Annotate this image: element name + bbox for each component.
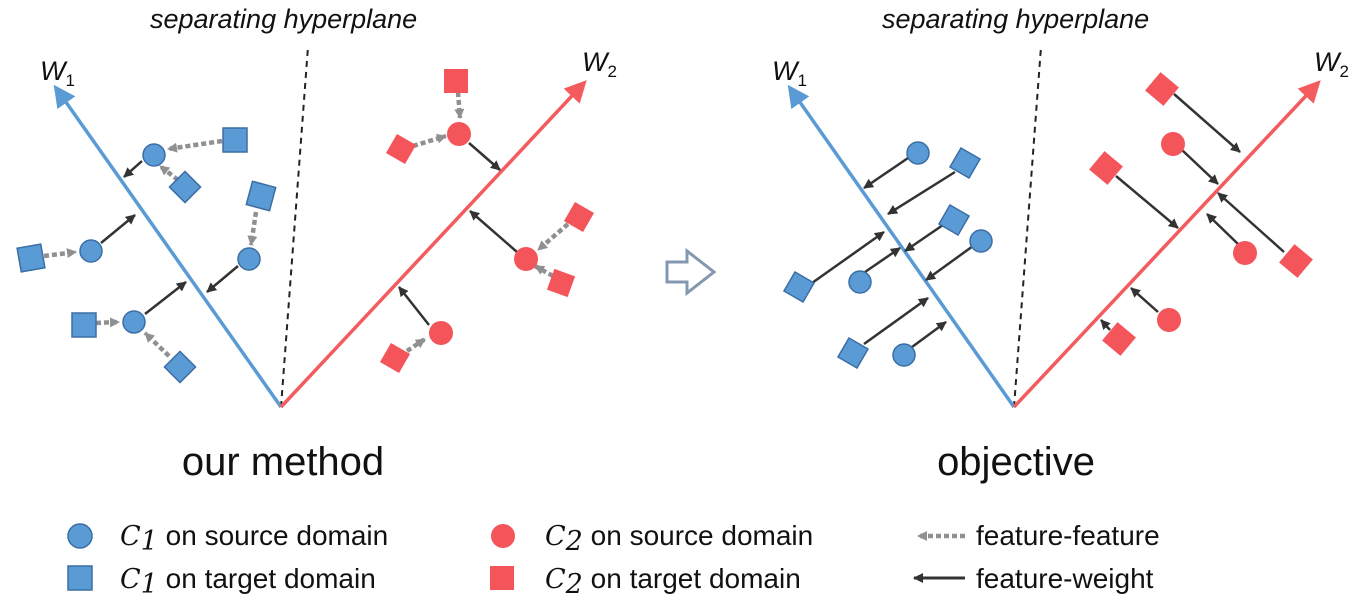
panel-objective: separating hyperplane W1 W2 [772, 4, 1349, 484]
feature-feature-arrows [43, 91, 570, 358]
legend-c1-target-marker [67, 565, 93, 591]
panel-our-method: separating hyperplane W1 W2 [16, 4, 617, 484]
w1-weight-vector [53, 84, 283, 409]
c2-target-points [379, 69, 595, 374]
legend-c2-source: C2 on source domain [545, 520, 813, 557]
c1-target-points [782, 146, 982, 370]
legend-c1-source: C1 on source domain [120, 520, 388, 557]
w1-label: W1 [772, 56, 807, 90]
legend-feature-weight: feature-weight [976, 563, 1154, 594]
legend-c2-target: C2 on target domain [545, 563, 801, 599]
c2-target-points [1089, 72, 1313, 356]
hyperplane-label: separating hyperplane [150, 4, 417, 34]
w2-weight-vector [279, 80, 587, 409]
separating-hyperplane-line [280, 46, 309, 408]
c1-target-points [16, 127, 277, 384]
c1-source-points [848, 141, 993, 367]
panel-title-our-method: our method [182, 440, 384, 484]
w1-label: W1 [40, 56, 75, 90]
w2-weight-vector [1012, 80, 1321, 409]
w2-label: W2 [1314, 47, 1349, 81]
legend-c1-target: C1 on target domain [120, 563, 376, 599]
legend: C1 on source domain C1 on target domain … [67, 520, 1160, 600]
legend-c2-source-marker [491, 524, 515, 548]
legend-c1-source-marker [67, 523, 93, 549]
feature-weight-arrows [811, 93, 1285, 349]
legend-feature-feature: feature-feature [976, 520, 1160, 551]
c1-source-points [79, 143, 261, 334]
panel-title-objective: objective [937, 440, 1095, 484]
feature-weight-arrows [100, 142, 518, 326]
legend-c2-target-marker [490, 566, 514, 590]
c2-source-points [1157, 132, 1257, 332]
w1-weight-vector [787, 84, 1016, 409]
w2-label: W2 [582, 47, 617, 81]
separating-hyperplane-line [1013, 46, 1042, 408]
transition-arrow-icon [665, 247, 717, 297]
hyperplane-label: separating hyperplane [882, 4, 1149, 34]
c2-source-points [429, 122, 538, 345]
